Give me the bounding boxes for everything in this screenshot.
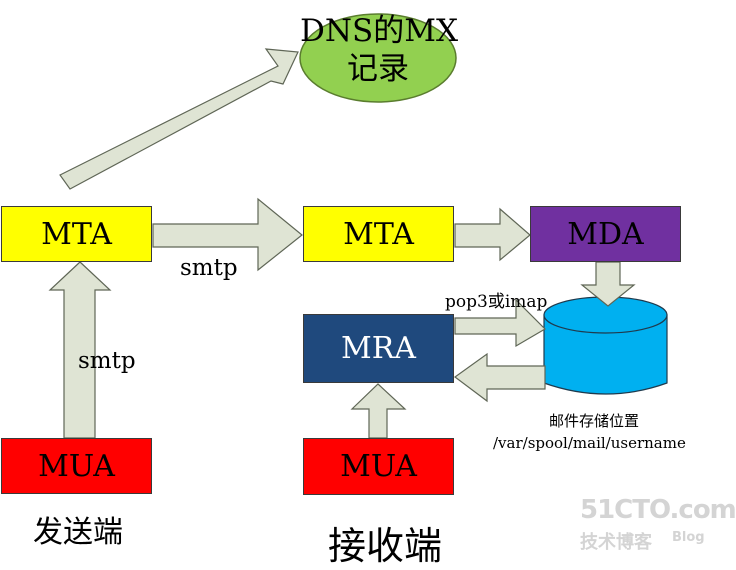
arrow-mua-to-mra-receiver: [350, 383, 407, 439]
sender-caption: 发送端: [33, 515, 123, 550]
receiver-mua-box: MUA: [303, 438, 454, 495]
watermark-site: 51CTO.com: [580, 495, 736, 525]
smtp-label-mta-to-mta: smtp: [180, 255, 238, 281]
storage-location-label: 邮件存储位置: [549, 412, 640, 430]
mra-box: MRA: [303, 314, 454, 383]
receiver-caption: 接收端: [328, 524, 443, 568]
pop3-imap-label: pop3或imap: [445, 292, 548, 312]
dns-mx-label: DNS的MX 记录: [300, 12, 459, 88]
sender-mta-box: MTA: [1, 206, 152, 262]
arrow-mua-to-mta-sender: [48, 261, 112, 439]
smtp-label-mua-to-mta: smtp: [78, 348, 136, 374]
dns-mx-ellipse: [299, 13, 457, 103]
arrow-mta-to-mta: [152, 197, 303, 272]
watermark-blog-cn: 技术博客: [580, 532, 652, 553]
arrow-storage-to-mra: [453, 352, 546, 403]
arrow-mda-to-storage: [580, 261, 636, 307]
storage-path-label: /var/spool/mail/username: [493, 434, 686, 452]
mail-storage-cylinder: [543, 296, 668, 395]
dns-mx-label-line2: 记录: [347, 51, 409, 87]
receiver-mta-box: MTA: [303, 206, 454, 262]
arrow-mra-to-storage: [454, 298, 546, 348]
mda-box: MDA: [530, 206, 681, 262]
diagram-canvas: [48, 13, 668, 439]
dns-mx-label-line1: DNS的MX: [300, 13, 459, 49]
watermark-blog: Blog: [672, 530, 705, 545]
arrow-mta-to-dns: [59, 48, 299, 190]
sender-mua-box: MUA: [1, 438, 152, 494]
arrow-mta-to-mda: [454, 207, 531, 262]
